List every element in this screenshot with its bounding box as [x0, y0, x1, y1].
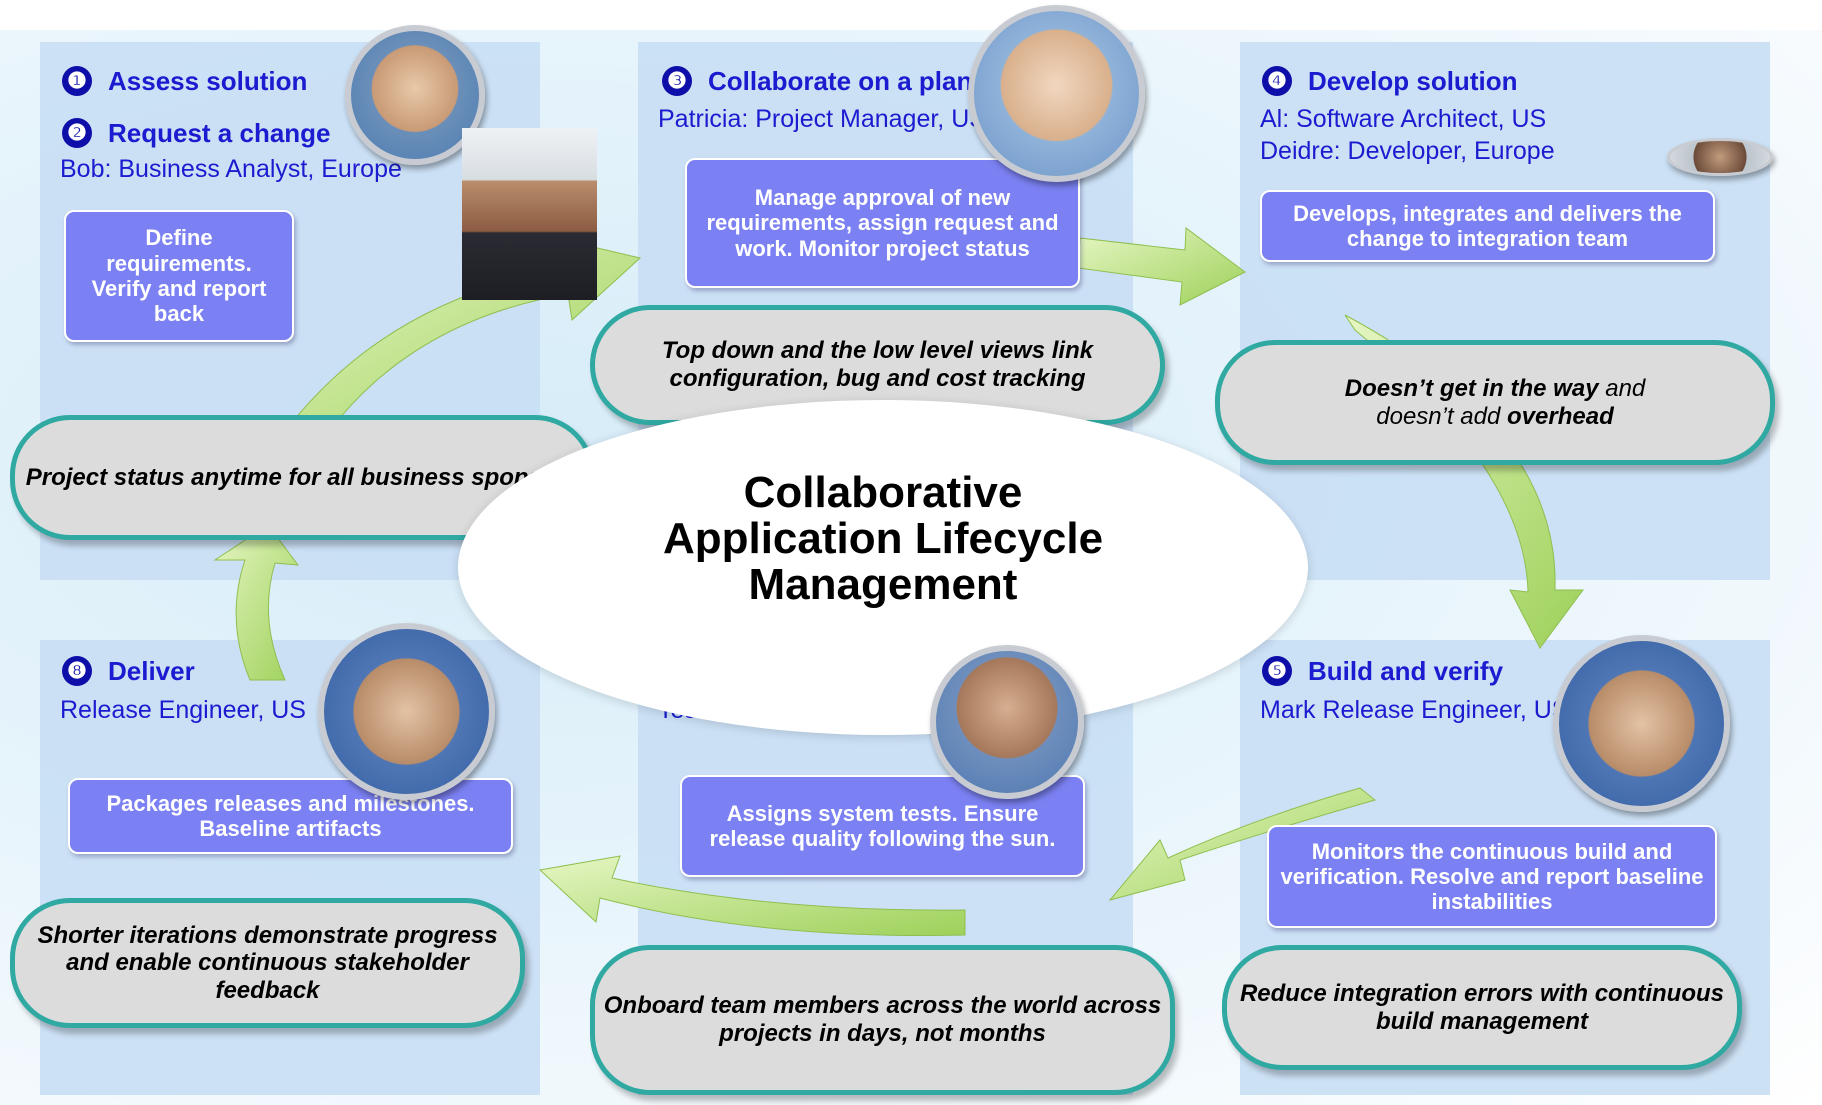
step-4-title: Develop solution [1308, 66, 1518, 96]
number-8-icon: ❽ [62, 656, 92, 686]
arrow-8-to-1 [213, 524, 300, 681]
center-title: Collaborative Application Lifecycle Mana… [458, 468, 1308, 610]
center-title-line-3: Management [748, 560, 1018, 610]
benefit-bold-phrase: Doesn’t get in the way [1344, 374, 1599, 402]
benefit-onboard-team: Onboard team members across the world ac… [590, 945, 1175, 1095]
benefit-shorter-iterations-text: Shorter iterations demonstrate progress … [37, 921, 498, 1004]
step-8-role: Release Engineer, US [60, 696, 306, 724]
benefit-top-down-views-text: Top down and the low level views link co… [661, 337, 1094, 392]
center-oval [458, 400, 1308, 735]
step-5-heading: ❺ Build and verify [1262, 656, 1503, 687]
center-title-line-1: Collaborative [743, 468, 1023, 517]
center-title-line-2: Application Lifecycle [662, 514, 1104, 564]
step-2-heading: ❷ Request a change [62, 118, 331, 149]
step-2-task-box: Define requirements. Verify and report b… [64, 210, 294, 342]
photo-analyst-icon [462, 128, 597, 300]
avatar-bob-icon [345, 25, 485, 165]
arrow-5-to-6 [1108, 787, 1377, 901]
step-5-task-box: Monitors the continuous build and verifi… [1267, 825, 1717, 928]
step-1-heading: ❶ Assess solution [62, 66, 307, 97]
avatar-tester-icon [930, 645, 1084, 799]
avatar-mark-icon [1553, 635, 1730, 812]
step-4-task-box: Develops, integrates and delivers the ch… [1260, 190, 1715, 262]
benefit-bold-phrase-2: overhead [1507, 402, 1614, 430]
avatar-release-engineer-icon [318, 623, 495, 800]
benefit-reduce-integration-errors-text: Reduce integration errors with continuou… [1239, 979, 1725, 1035]
benefit-shorter-iterations: Shorter iterations demonstrate progress … [10, 898, 525, 1028]
arrow-6-to-8 [538, 855, 966, 937]
step-1-title: Assess solution [108, 66, 308, 96]
step-5-role: Mark Release Engineer, US [1260, 696, 1569, 724]
number-1-icon: ❶ [62, 66, 92, 96]
number-4-icon: ❹ [1262, 66, 1292, 96]
benefit-onboard-team-text: Onboard team members across the world ac… [603, 992, 1162, 1047]
step-8-title: Deliver [108, 656, 195, 686]
arrow-3-to-4 [1077, 227, 1246, 306]
avatar-deidre-icon [1667, 138, 1773, 176]
benefit-project-status-text: Project status anytime for all business … [25, 463, 580, 491]
number-5-icon: ❺ [1262, 656, 1292, 686]
benefit-no-overhead: Doesn’t get in the way and doesn’t add ov… [1215, 340, 1775, 465]
step-3-title: Collaborate on a plan [708, 66, 973, 96]
step-5-title: Build and verify [1308, 656, 1504, 686]
step-4-role-1: Al: Software Architect, US [1260, 105, 1547, 133]
step-2-role: Bob: Business Analyst, Europe [60, 155, 402, 183]
step-3-heading: ❸ Collaborate on a plan [662, 66, 972, 97]
step-4-role-2: Deidre: Developer, Europe [1260, 137, 1555, 165]
number-2-icon: ❷ [62, 118, 92, 148]
step-4-heading: ❹ Develop solution [1262, 66, 1517, 97]
step-2-title: Request a change [108, 118, 331, 148]
benefit-no-overhead-text: Doesn’t get in the way and doesn’t add ov… [1345, 375, 1646, 430]
step-8-heading: ❽ Deliver [62, 656, 195, 687]
step-3-role: Patricia: Project Manager, US [658, 105, 986, 133]
avatar-patricia-icon [968, 5, 1145, 182]
benefit-reduce-integration-errors: Reduce integration errors with continuou… [1222, 945, 1742, 1070]
benefit-plain-phrase-2: doesn’t add [1376, 402, 1508, 430]
step-3-task-box: Manage approval of new requirements, ass… [685, 158, 1080, 288]
number-3-icon: ❸ [662, 66, 692, 96]
benefit-plain-phrase: and [1598, 374, 1646, 402]
